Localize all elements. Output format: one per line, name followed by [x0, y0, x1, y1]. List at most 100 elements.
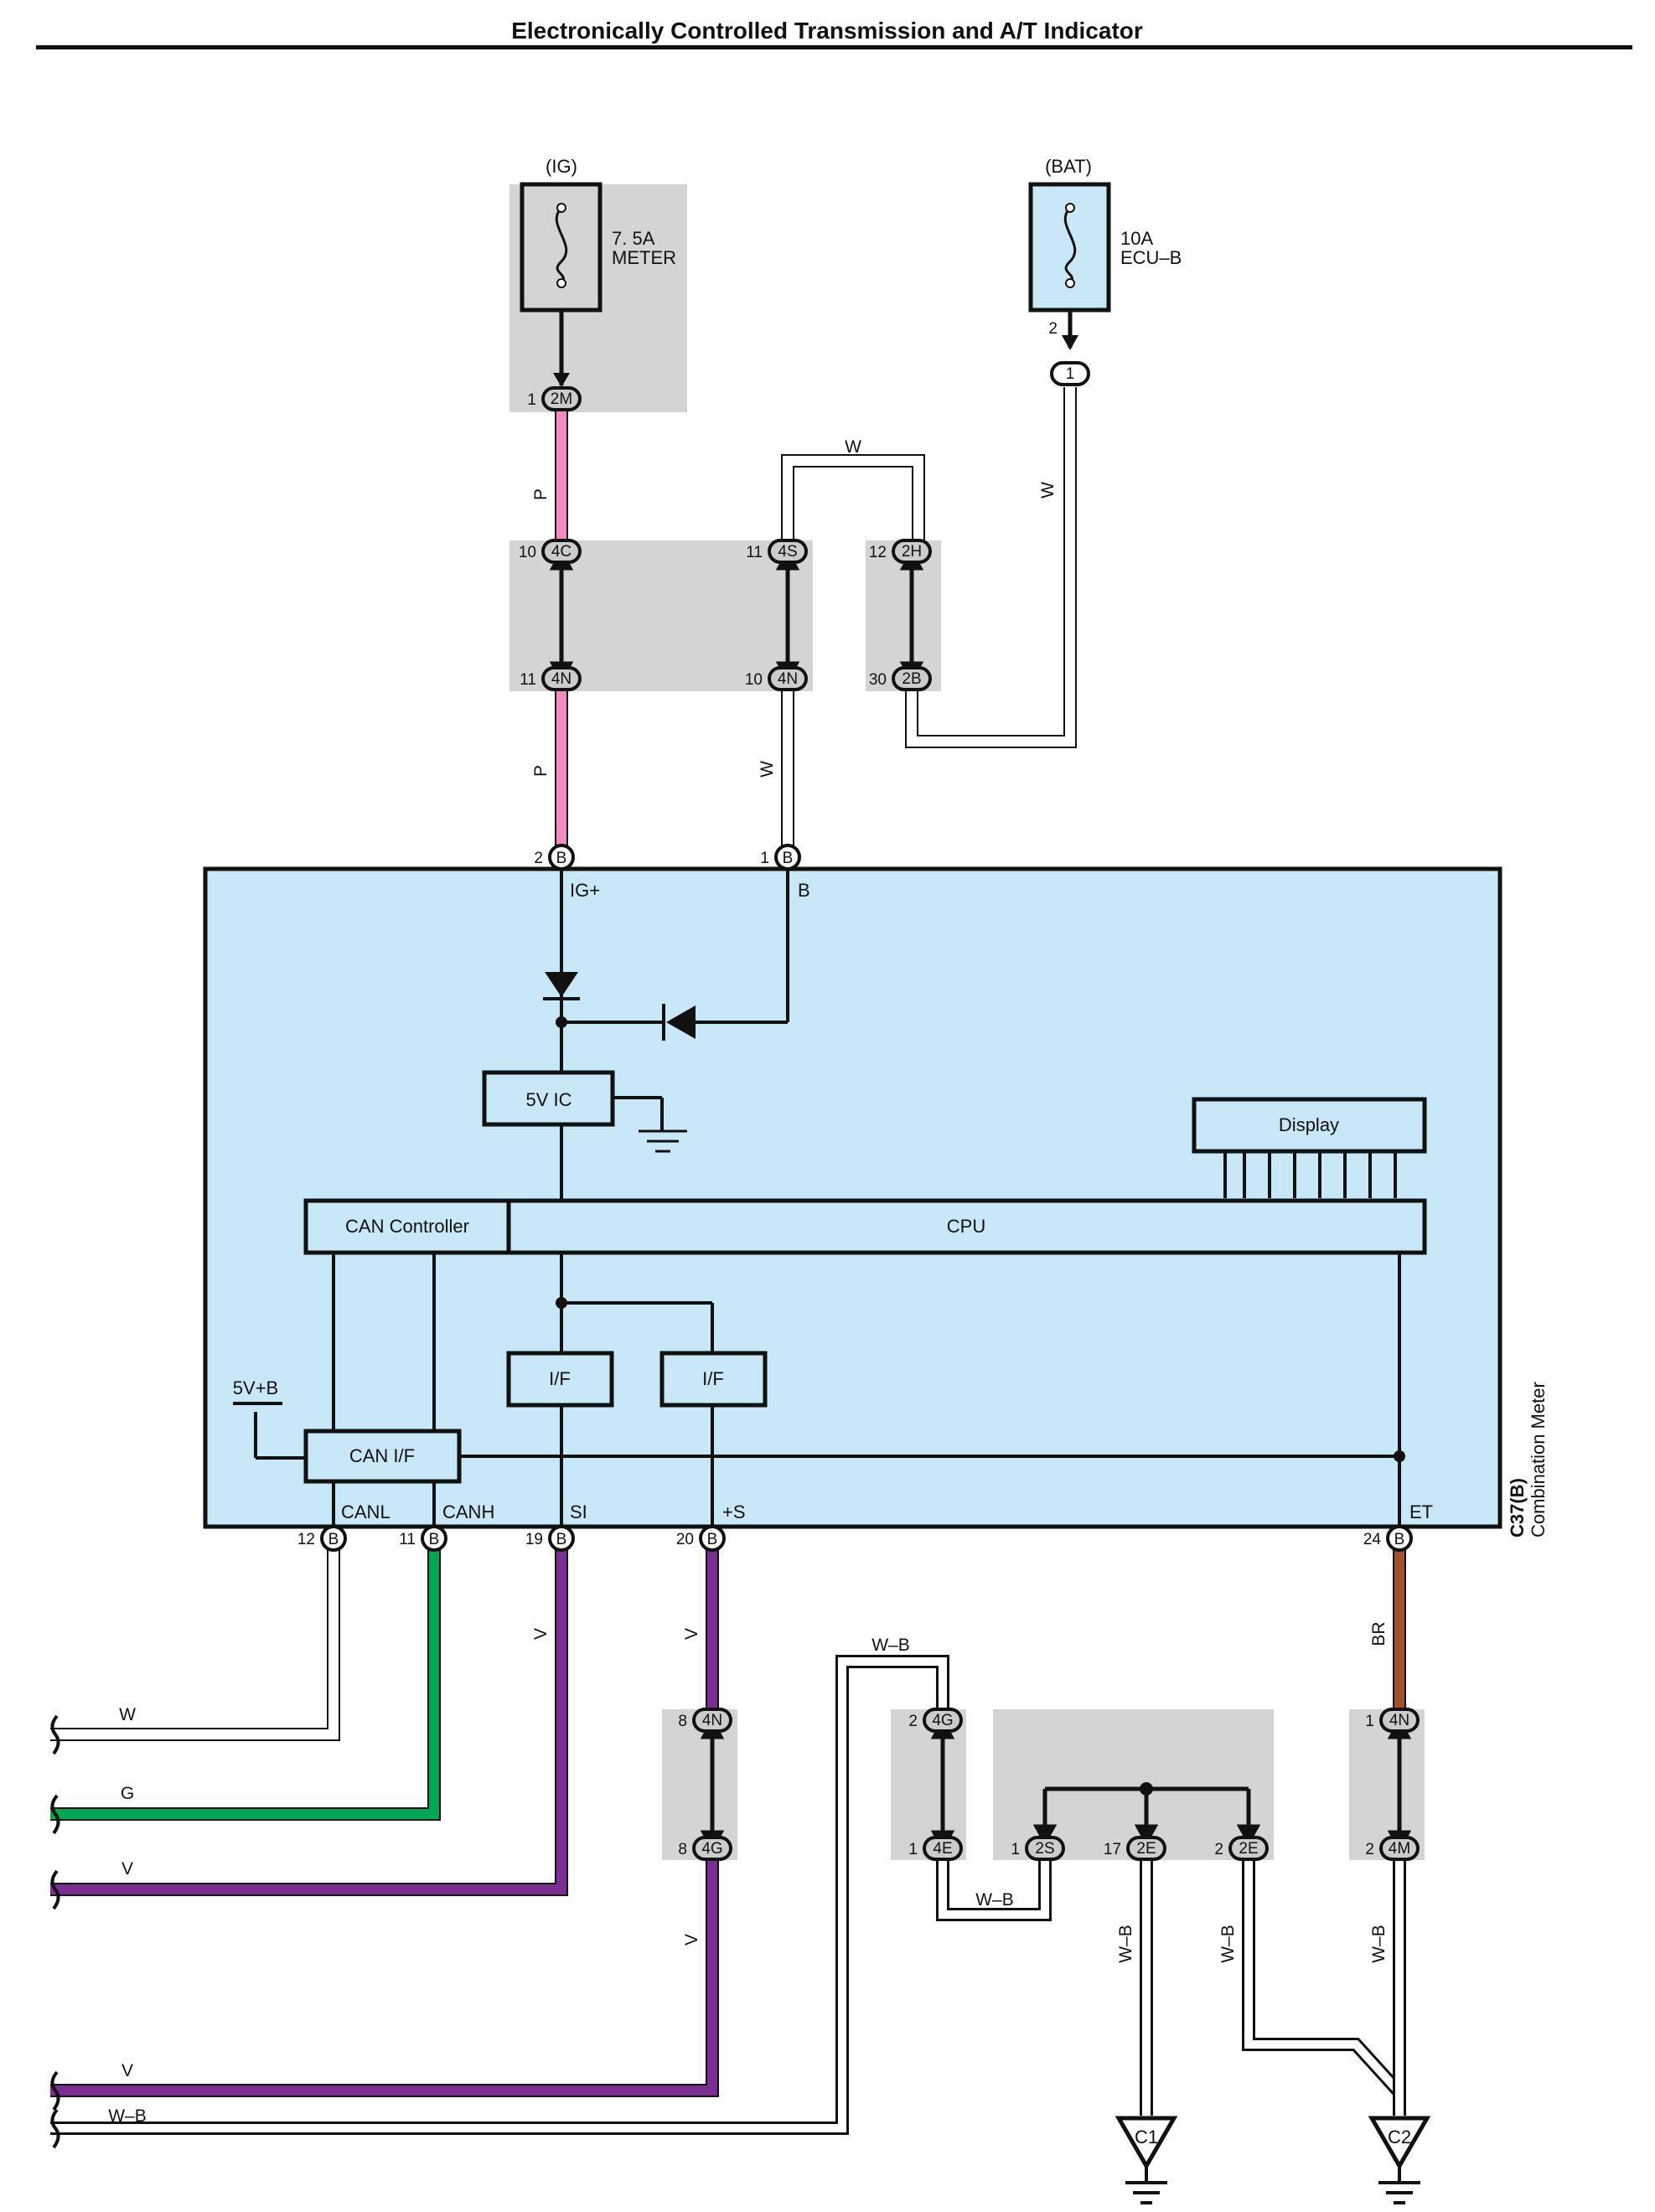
left-end-v2-label: V — [122, 2061, 133, 2080]
junction-block-4n-4g — [662, 1709, 737, 1860]
terminal-b-label: B — [798, 880, 810, 901]
svg-text:1: 1 — [1011, 1841, 1020, 1858]
svg-text:4G: 4G — [932, 1712, 953, 1729]
svg-text:2: 2 — [534, 850, 543, 867]
wire-label-wb-2e: W–B — [1218, 1925, 1238, 1963]
connector-b-ig: B 2 — [534, 844, 575, 871]
connector-2h: 2H 12 — [869, 539, 932, 564]
svg-text:B: B — [556, 850, 567, 867]
connector-4g-si: 4G 8 — [678, 1836, 732, 1861]
svg-text:30: 30 — [869, 671, 887, 689]
svg-text:B: B — [707, 1531, 718, 1548]
wire-label-wb-c2: W–B — [1369, 1925, 1389, 1963]
terminal-s-label: +S — [722, 1501, 746, 1522]
can-if-block — [303, 1429, 462, 1484]
display-block — [1192, 1097, 1427, 1154]
svg-text:2: 2 — [1214, 1841, 1223, 1858]
svg-text:2: 2 — [1048, 320, 1058, 338]
connector-2e-17: 2E 17 — [1104, 1836, 1166, 1861]
svg-text:10: 10 — [745, 671, 763, 689]
diagram-title: Electronically Controlled Transmission a… — [511, 18, 1143, 44]
diode-ig — [543, 972, 580, 1000]
connector-4e: 4E 1 — [908, 1836, 963, 1861]
cpu-label: CPU — [947, 1216, 985, 1237]
meter-part-code: C37(B) — [1507, 1478, 1528, 1538]
meter-part-name: Combination Meter — [1528, 1382, 1549, 1538]
terminal-ig-label: IG+ — [570, 880, 600, 901]
svg-text:12: 12 — [297, 1531, 315, 1548]
svg-text:10A: 10A — [1120, 228, 1153, 249]
svg-text:METER: METER — [612, 247, 676, 268]
svg-text:C1: C1 — [1135, 2127, 1158, 2147]
svg-text:4N: 4N — [778, 670, 798, 688]
left-end-wb-label: W–B — [108, 2106, 147, 2126]
terminal-canl-label: CANL — [341, 1501, 390, 1522]
svg-text:4G: 4G — [701, 1840, 722, 1858]
wire-g-canh — [50, 1550, 441, 1821]
connector-4n-left: 4N 11 — [520, 666, 582, 691]
terminal-et-label: ET — [1409, 1501, 1433, 1522]
svg-text:2: 2 — [908, 1713, 918, 1730]
svg-text:B: B — [783, 850, 794, 867]
display-label: Display — [1279, 1114, 1339, 1135]
svg-text:4C: 4C — [551, 543, 571, 561]
left-wire-breaks — [50, 1714, 60, 2149]
wire-label-p-lower: P — [531, 765, 551, 777]
svg-text:7. 5A: 7. 5A — [612, 228, 655, 249]
svg-text:10: 10 — [519, 544, 536, 561]
connector-1-bat: 1 2 — [1048, 320, 1090, 386]
svg-text:C2: C2 — [1388, 2127, 1411, 2147]
connector-b-si: B 19 — [525, 1525, 575, 1552]
svg-text:11: 11 — [520, 671, 536, 689]
wire-label-wb-mid: W–B — [975, 1890, 1014, 1910]
svg-text:1: 1 — [1365, 1713, 1374, 1730]
connector-4c: 4C 10 — [519, 539, 582, 564]
wire-label-p-upper: P — [531, 488, 551, 500]
left-end-v1-label: V — [122, 1859, 133, 1879]
svg-text:1: 1 — [760, 850, 769, 867]
junction-block-4n-4m — [1349, 1709, 1425, 1860]
svg-text:ECU–B: ECU–B — [1120, 247, 1182, 268]
svg-text:2S: 2S — [1035, 1840, 1054, 1858]
can-controller-label: CAN Controller — [345, 1216, 469, 1237]
connector-2b: 2B 30 — [869, 666, 932, 691]
connector-4m: 4M 2 — [1365, 1836, 1420, 1861]
splice-dot — [1140, 1782, 1153, 1796]
svg-text:11: 11 — [746, 544, 763, 561]
supply-5v-b-label: 5V+B — [233, 1377, 278, 1398]
left-end-w-label: W — [119, 1705, 136, 1724]
connector-4n-mid: 4N 10 — [745, 666, 808, 691]
svg-text:20: 20 — [676, 1531, 694, 1548]
connector-b-canh: B 11 — [399, 1525, 447, 1552]
svg-text:2M: 2M — [551, 390, 572, 408]
svg-text:B: B — [556, 1531, 567, 1548]
combination-meter-box — [203, 866, 1502, 1529]
connector-b-bat: B 1 — [760, 844, 801, 871]
svg-text:4N: 4N — [702, 1712, 722, 1729]
junction-dot-diode — [556, 1016, 567, 1028]
svg-text:4E: 4E — [933, 1840, 952, 1858]
svg-text:8: 8 — [678, 1841, 687, 1858]
connector-4g-wb: 4G 2 — [908, 1708, 963, 1733]
wire-label-v-s: V — [682, 1628, 701, 1640]
svg-text:24: 24 — [1363, 1531, 1382, 1548]
connector-2e-2: 2E 2 — [1214, 1836, 1269, 1861]
svg-text:4N: 4N — [551, 670, 571, 688]
svg-text:2E: 2E — [1239, 1840, 1258, 1858]
svg-text:2E: 2E — [1136, 1840, 1156, 1858]
svg-text:19: 19 — [525, 1531, 543, 1548]
svg-text:1: 1 — [1066, 365, 1075, 383]
svg-text:11: 11 — [399, 1531, 416, 1548]
ic-5v-label: 5V IC — [525, 1089, 571, 1110]
connector-4s: 4S 11 — [746, 539, 808, 564]
if-block-1 — [506, 1351, 614, 1408]
svg-text:2: 2 — [1365, 1841, 1374, 1858]
if-block-2-label: I/F — [702, 1368, 724, 1389]
wire-w-canl — [50, 1550, 340, 1741]
connector-b-canl: B 12 — [297, 1525, 347, 1552]
wire-label-v-si: V — [531, 1628, 551, 1640]
svg-text:2H: 2H — [902, 543, 922, 561]
connector-2m: 2M 1 — [527, 386, 582, 411]
connector-2s: 2S 1 — [1011, 1836, 1065, 1861]
